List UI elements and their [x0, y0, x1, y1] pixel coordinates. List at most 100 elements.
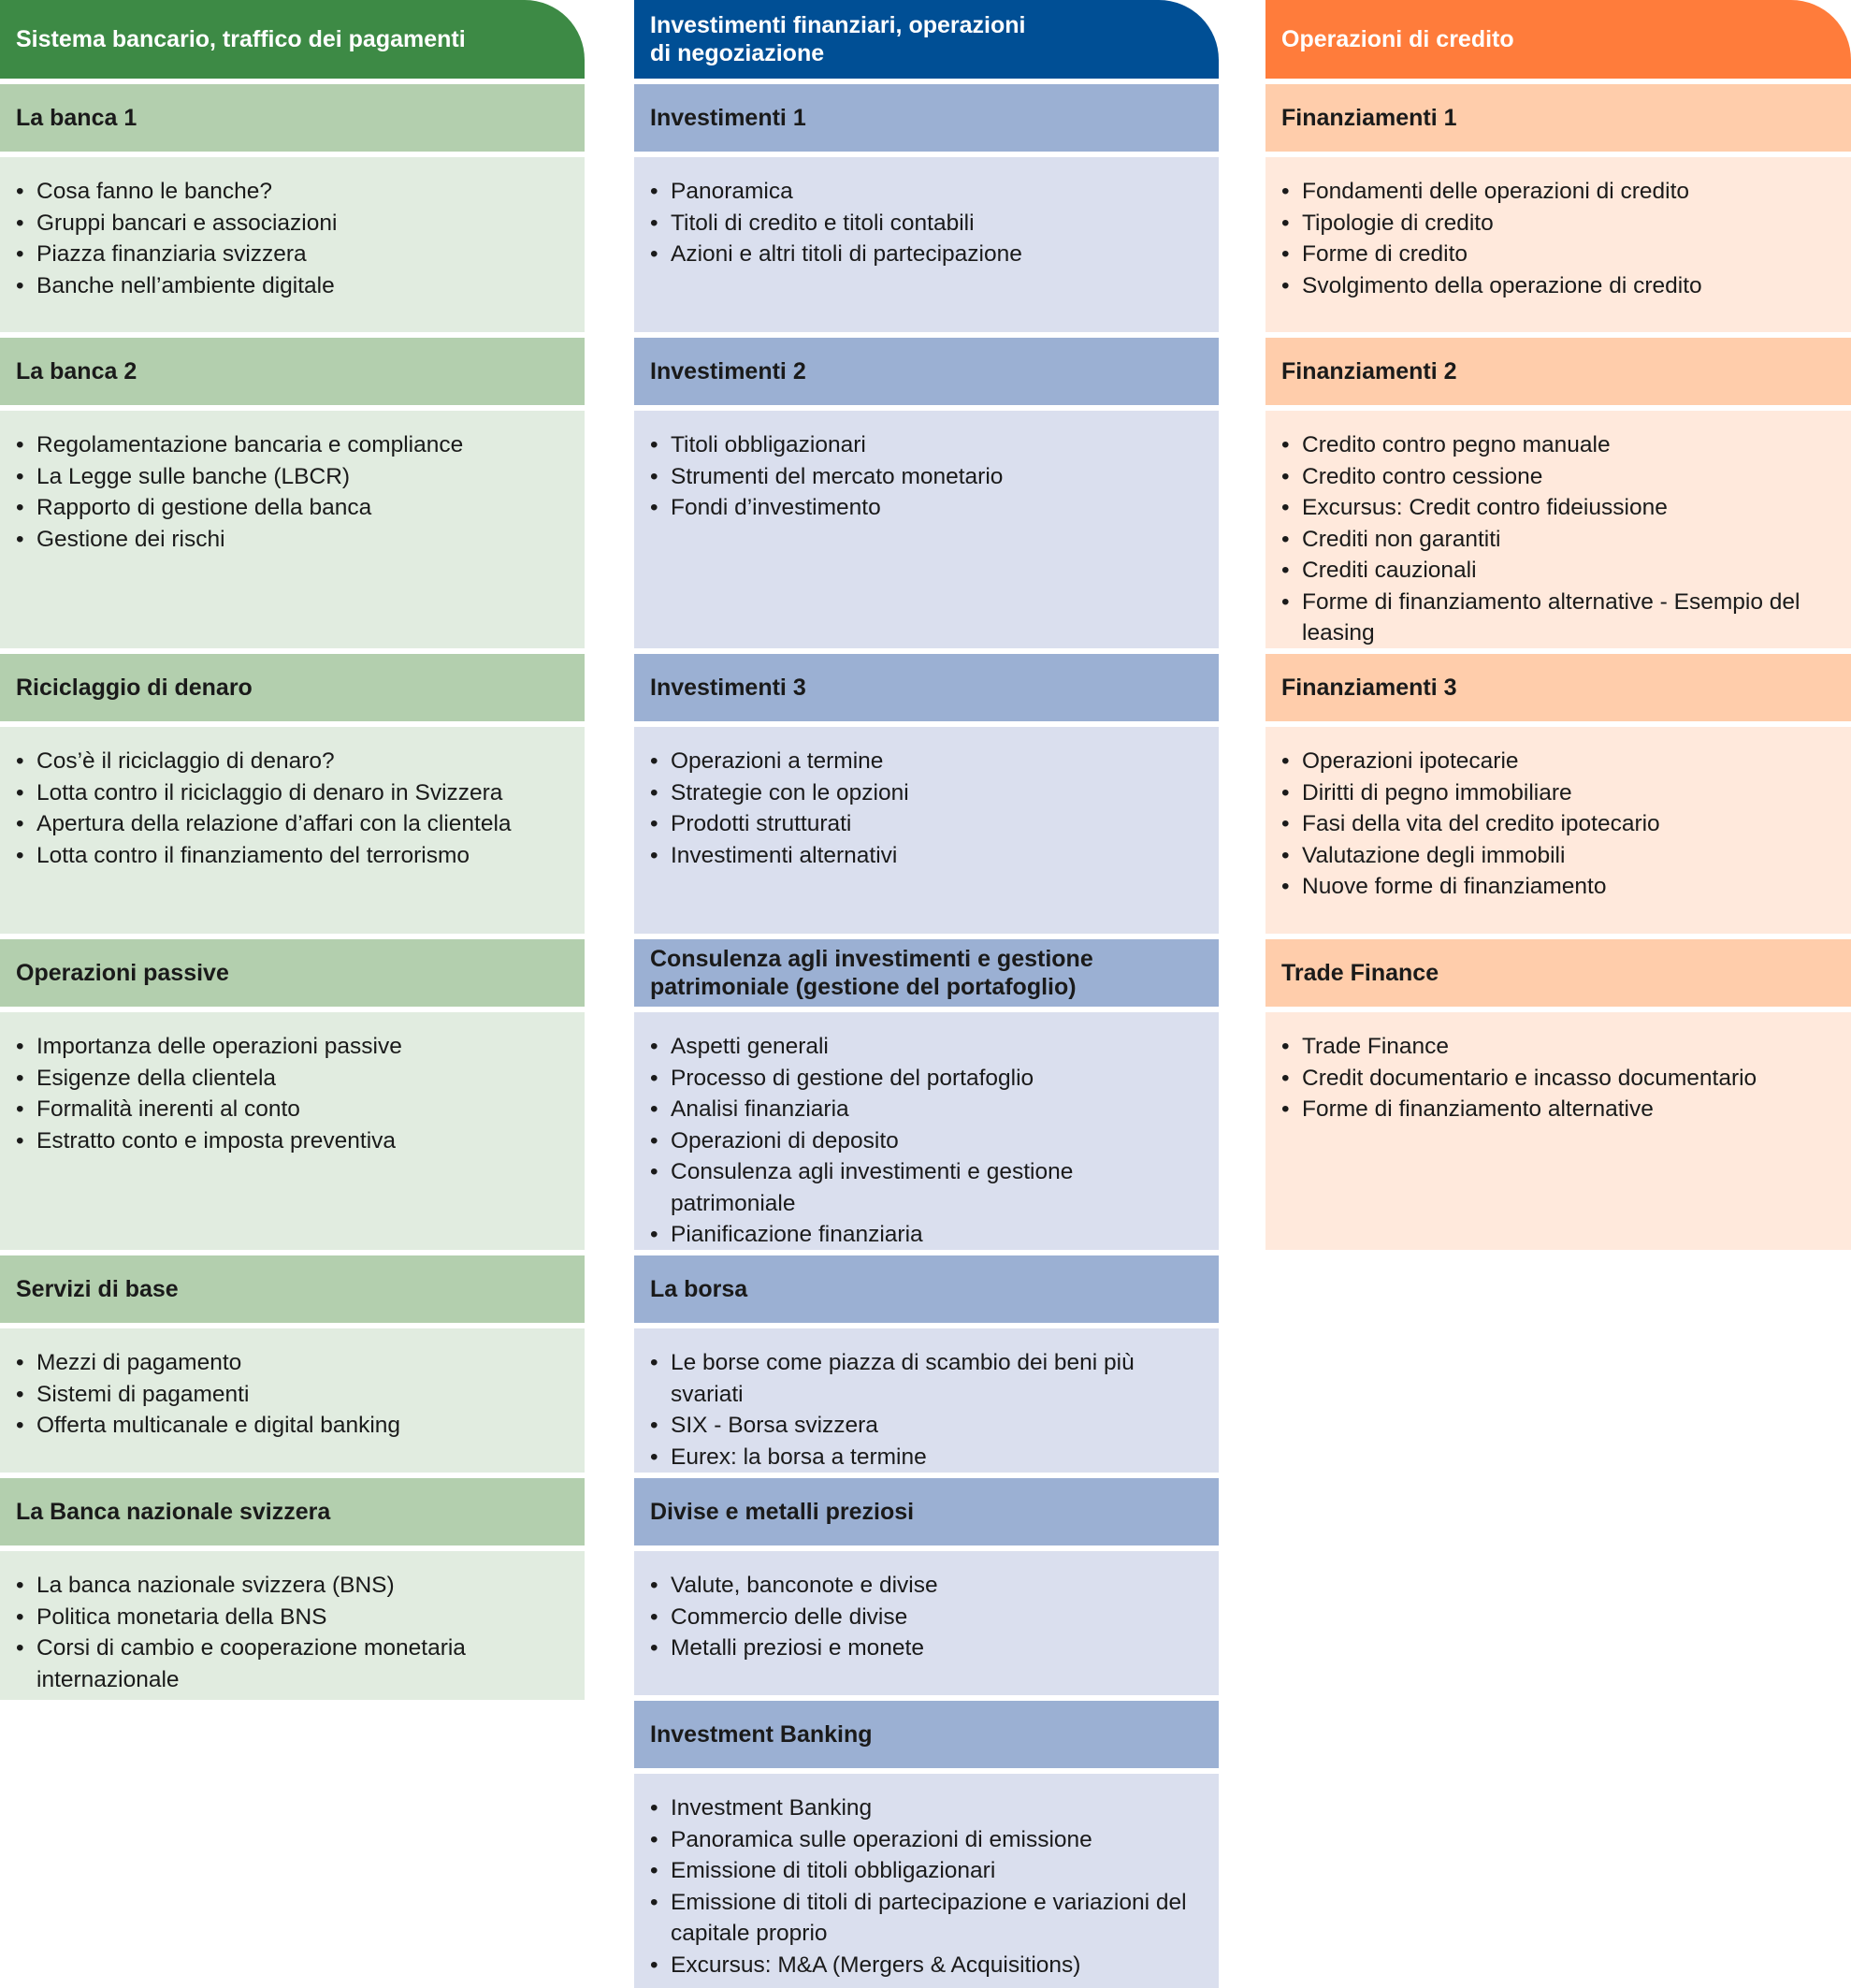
list-item: Aspetti generali [650, 1031, 1203, 1063]
section-servizi-di-base: Servizi di base Mezzi di pagamento Siste… [0, 1250, 585, 1473]
section-title: La Banca nazionale svizzera [0, 1478, 585, 1545]
list-item: Eurex: la borsa a termine [650, 1442, 1203, 1473]
section-investimenti-3: Investimenti 3 Operazioni a termine Stra… [634, 648, 1219, 934]
section-title: Consulenza agli investimenti e gestione … [634, 939, 1219, 1007]
list-item: Le borse come piazza di scambio dei beni… [650, 1347, 1203, 1410]
list-item: Credit documentario e incasso documentar… [1281, 1063, 1835, 1095]
section-body: Panoramica Titoli di credito e titoli co… [634, 157, 1219, 332]
section-body: Mezzi di pagamento Sistemi di pagamenti … [0, 1328, 585, 1473]
list-item: Fondamenti delle operazioni di credito [1281, 176, 1835, 208]
list-item: Politica monetaria della BNS [16, 1602, 569, 1633]
section-title: Finanziamenti 1 [1265, 84, 1851, 152]
section-investimenti-2: Investimenti 2 Titoli obbligazionari Str… [634, 332, 1219, 648]
section-title: Finanziamenti 2 [1265, 338, 1851, 405]
section-divise: Divise e metalli preziosi Valute, bancon… [634, 1473, 1219, 1695]
section-consulenza: Consulenza agli investimenti e gestione … [634, 934, 1219, 1250]
list-item: Processo di gestione del portafoglio [650, 1063, 1203, 1095]
section-banca-nazionale: La Banca nazionale svizzera La banca naz… [0, 1473, 585, 1700]
list-item: Estratto conto e imposta preventiva [16, 1125, 569, 1157]
list-item: Titoli di credito e titoli contabili [650, 208, 1203, 239]
list-item: Gestione dei rischi [16, 524, 569, 556]
section-body: Regolamentazione bancaria e compliance L… [0, 411, 585, 648]
list-item: Esigenze della clientela [16, 1063, 569, 1095]
section-body: La banca nazionale svizzera (BNS) Politi… [0, 1551, 585, 1700]
list-item: Lotta contro il riciclaggio di denaro in… [16, 777, 569, 809]
list-item: Mezzi di pagamento [16, 1347, 569, 1379]
section-finanziamenti-2: Finanziamenti 2 Credito contro pegno man… [1265, 332, 1851, 648]
section-body: Credito contro pegno manuale Credito con… [1265, 411, 1851, 648]
list-item: Trade Finance [1281, 1031, 1835, 1063]
section-title: Operazioni passive [0, 939, 585, 1007]
list-item: Importanza delle operazioni passive [16, 1031, 569, 1063]
section-title: Trade Finance [1265, 939, 1851, 1007]
list-item: Valutazione degli immobili [1281, 840, 1835, 872]
section-body: Valute, banconote e divise Commercio del… [634, 1551, 1219, 1695]
list-item: Investment Banking [650, 1792, 1203, 1824]
section-body: Importanza delle operazioni passive Esig… [0, 1012, 585, 1250]
list-item: Valute, banconote e divise [650, 1570, 1203, 1602]
section-title: La borsa [634, 1255, 1219, 1323]
section-body: Cos’è il riciclaggio di denaro? Lotta co… [0, 727, 585, 934]
list-item: Credito contro pegno manuale [1281, 429, 1835, 461]
section-title: Servizi di base [0, 1255, 585, 1323]
section-body: Operazioni a termine Strategie con le op… [634, 727, 1219, 934]
list-item: Strumenti del mercato monetario [650, 461, 1203, 493]
section-body: Operazioni ipotecarie Diritti di pegno i… [1265, 727, 1851, 934]
list-item: Regolamentazione bancaria e compliance [16, 429, 569, 461]
section-title: Investimenti 2 [634, 338, 1219, 405]
list-item: Forme di credito [1281, 239, 1835, 270]
section-title: La banca 2 [0, 338, 585, 405]
list-item: Sistemi di pagamenti [16, 1379, 569, 1411]
list-item: Prodotti strutturati [650, 808, 1203, 840]
section-title: Investimenti 3 [634, 654, 1219, 721]
section-investment-banking: Investment Banking Investment Banking Pa… [634, 1695, 1219, 1988]
list-item: Pianificazione finanziaria [650, 1219, 1203, 1251]
list-item: Cosa fanno le banche? [16, 176, 569, 208]
section-title: Finanziamenti 3 [1265, 654, 1851, 721]
section-la-banca-2: La banca 2 Regolamentazione bancaria e c… [0, 332, 585, 648]
list-item: Svolgimento della operazione di credito [1281, 270, 1835, 302]
list-item: Excursus: M&A (Mergers & Acquisitions) [650, 1950, 1203, 1981]
list-item: Metalli preziosi e monete [650, 1632, 1203, 1664]
list-item: Cos’è il riciclaggio di denaro? [16, 746, 569, 777]
list-item: Investimenti alternativi [650, 840, 1203, 872]
list-item: Emissione di titoli di partecipazione e … [650, 1887, 1203, 1950]
column-header: Operazioni di credito [1265, 0, 1851, 79]
list-item: Corsi di cambio e cooperazione monetaria… [16, 1632, 569, 1695]
section-body: Investment Banking Panoramica sulle oper… [634, 1774, 1219, 1988]
list-item: Offerta multicanale e digital banking [16, 1410, 569, 1442]
section-la-banca-1: La banca 1 Cosa fanno le banche? Gruppi … [0, 79, 585, 332]
list-item: Formalità inerenti al conto [16, 1094, 569, 1125]
list-item: Diritti di pegno immobiliare [1281, 777, 1835, 809]
section-riciclaggio: Riciclaggio di denaro Cos’è il riciclagg… [0, 648, 585, 934]
column-header: Investimenti finanziari, operazioni di n… [634, 0, 1219, 79]
section-body: Titoli obbligazionari Strumenti del merc… [634, 411, 1219, 648]
list-item: Panoramica sulle operazioni di emissione [650, 1824, 1203, 1856]
section-title: Riciclaggio di denaro [0, 654, 585, 721]
list-item: Apertura della relazione d’affari con la… [16, 808, 569, 840]
list-item: Credito contro cessione [1281, 461, 1835, 493]
list-item: Strategie con le opzioni [650, 777, 1203, 809]
list-item: Emissione di titoli obbligazionari [650, 1855, 1203, 1887]
list-item: Piazza finanziaria svizzera [16, 239, 569, 270]
section-title: Investment Banking [634, 1701, 1219, 1768]
section-body: Cosa fanno le banche? Gruppi bancari e a… [0, 157, 585, 332]
section-finanziamenti-1: Finanziamenti 1 Fondamenti delle operazi… [1265, 79, 1851, 332]
list-item: Operazioni a termine [650, 746, 1203, 777]
section-body: Fondamenti delle operazioni di credito T… [1265, 157, 1851, 332]
list-item: Banche nell’ambiente digitale [16, 270, 569, 302]
section-body: Le borse come piazza di scambio dei beni… [634, 1328, 1219, 1473]
list-item: Crediti cauzionali [1281, 555, 1835, 587]
list-item: Fondi d’investimento [650, 492, 1203, 524]
list-item: Forme di finanziamento alternative [1281, 1094, 1835, 1125]
list-item: Crediti non garantiti [1281, 524, 1835, 556]
list-item: La Legge sulle banche (LBCR) [16, 461, 569, 493]
list-item: Gruppi bancari e associazioni [16, 208, 569, 239]
list-item: Forme di finanziamento alternative - Ese… [1281, 587, 1835, 649]
list-item: Lotta contro il finanziamento del terror… [16, 840, 569, 872]
list-item: La banca nazionale svizzera (BNS) [16, 1570, 569, 1602]
section-body: Aspetti generali Processo di gestione de… [634, 1012, 1219, 1250]
list-item: Tipologie di credito [1281, 208, 1835, 239]
section-title: La banca 1 [0, 84, 585, 152]
list-item: Rapporto di gestione della banca [16, 492, 569, 524]
